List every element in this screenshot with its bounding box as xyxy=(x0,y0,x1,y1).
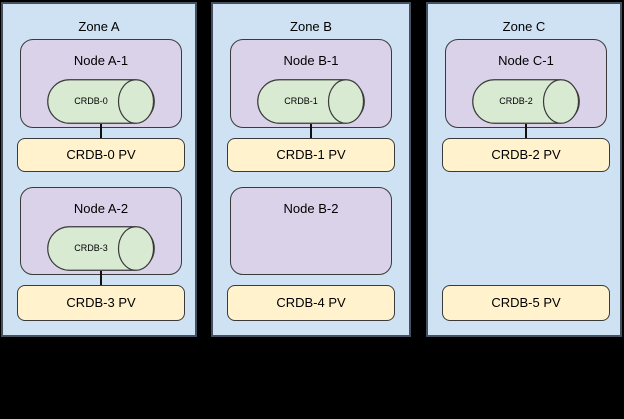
database-cylinder-icon xyxy=(257,79,365,124)
pv-connector-line xyxy=(310,124,312,138)
node-b2-box: Node B-2 xyxy=(230,187,392,275)
pod-crdb-1-label: CRDB-1 xyxy=(284,96,318,106)
pv-box-crdb-0: CRDB-0 PV xyxy=(17,138,185,172)
pod-crdb-1: CRDB-1 xyxy=(257,79,365,124)
node-b1-label: Node B-1 xyxy=(283,53,339,68)
pv-box-crdb-5: CRDB-5 PV xyxy=(442,285,610,321)
pv-box-crdb-4: CRDB-4 PV xyxy=(227,285,395,321)
zone-a-label: Zone A xyxy=(78,19,120,34)
zone-a-container: Zone A Node A-1 CRDB-0 CRDB-0 PV Node A-… xyxy=(1,2,197,337)
pv-connector-line xyxy=(525,124,527,138)
database-cylinder-icon xyxy=(47,226,155,271)
zone-c-label: Zone C xyxy=(502,19,546,34)
pod-crdb-0-label: CRDB-0 xyxy=(74,96,108,106)
node-a1-label: Node A-1 xyxy=(73,53,129,68)
pod-crdb-2-label: CRDB-2 xyxy=(499,96,533,106)
pv-box-crdb-3: CRDB-3 PV xyxy=(17,285,185,321)
zone-b-label: Zone B xyxy=(290,19,332,34)
database-cylinder-icon xyxy=(47,79,155,124)
zone-b-container: Zone B Node B-1 CRDB-1 CRDB-1 PV Node B-… xyxy=(211,2,411,337)
node-a2-label: Node A-2 xyxy=(73,201,129,216)
zone-c-container: Zone C Node C-1 CRDB-2 CRDB-2 PV CRDB-5 … xyxy=(426,2,622,337)
node-c1-label: Node C-1 xyxy=(498,53,554,68)
pv-box-crdb-1: CRDB-1 PV xyxy=(227,138,395,172)
pv-connector-line xyxy=(100,124,102,138)
pod-crdb-0: CRDB-0 xyxy=(47,79,155,124)
pod-crdb-3-label: CRDB-3 xyxy=(74,243,108,253)
node-b2-label: Node B-2 xyxy=(283,201,339,216)
pod-crdb-2: CRDB-2 xyxy=(472,79,580,124)
pv-connector-line xyxy=(100,271,102,285)
database-cylinder-icon xyxy=(472,79,580,124)
pv-box-crdb-2: CRDB-2 PV xyxy=(442,138,610,172)
pod-crdb-3: CRDB-3 xyxy=(47,226,155,271)
